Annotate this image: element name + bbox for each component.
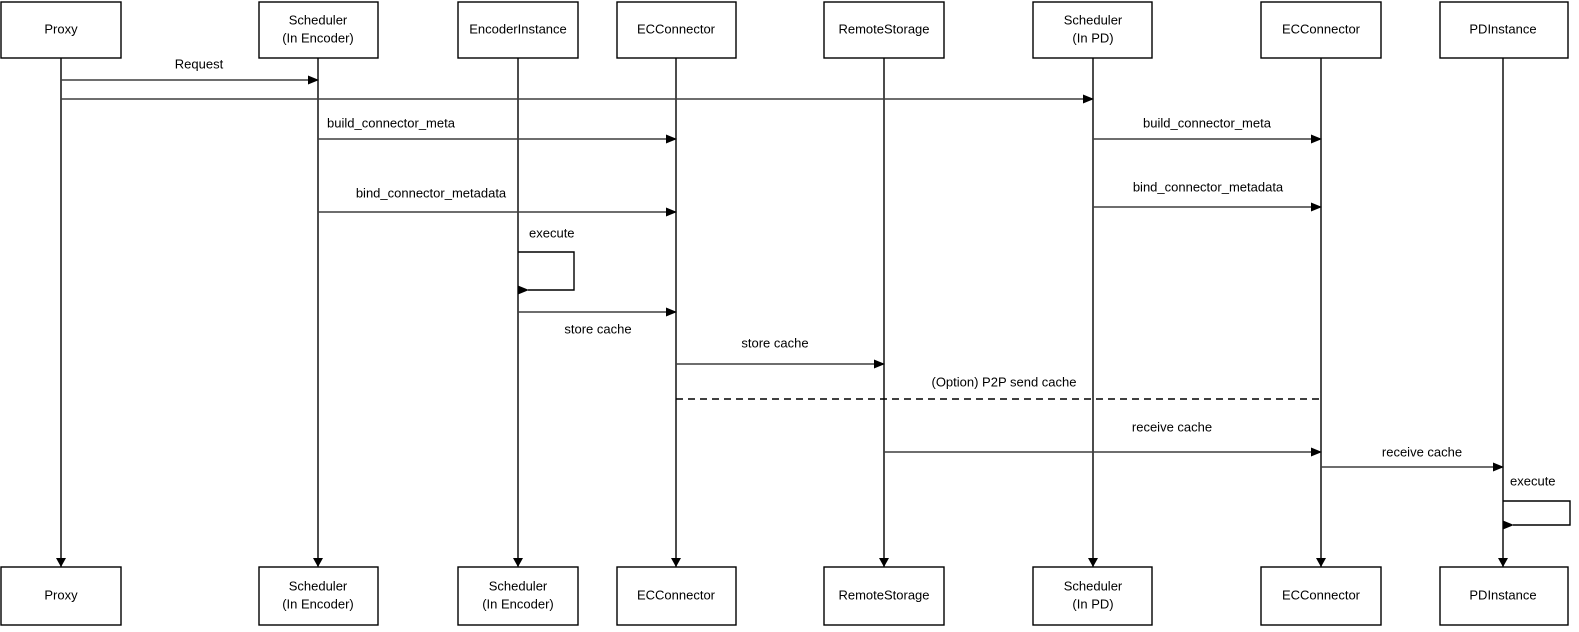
message-label-m7: store cache (564, 321, 631, 336)
participant-label-remotestorage: RemoteStorage (838, 21, 929, 36)
participant-box-remotestorage[interactable] (823, 1, 945, 59)
participant-footer-box-ecconnector_1_f[interactable] (616, 566, 737, 626)
participant-box-ecconnector_2[interactable] (1260, 1, 1382, 59)
lifeline-end-arrow-ecconnector_1 (671, 558, 681, 567)
participant-footer-label-scheduler_pd_f: Scheduler (1064, 578, 1123, 593)
participant-label-proxy: Proxy (44, 21, 78, 36)
participant-footer-sublabel-scheduler_enc_f: (In Encoder) (282, 596, 354, 611)
participant-footer-label-proxy_f: Proxy (44, 587, 78, 602)
footer-participants-group: Proxy Scheduler (In Encoder) Scheduler (In E… (0, 566, 1569, 626)
lifelines-group (56, 58, 1508, 567)
message-label-m8: store cache (741, 335, 808, 350)
lifeline-end-arrow-proxy (56, 558, 66, 567)
message-label-m5: bind_connector_metadata (356, 185, 507, 200)
participant-label-scheduler_pd: Scheduler (1064, 12, 1123, 27)
message-label-m9: (Option) P2P send cache (931, 374, 1076, 389)
lifeline-end-arrow-ecconnector_2 (1316, 558, 1326, 567)
messages-group: Request build_connector_meta build_connect… (61, 56, 1504, 472)
participant-box-pdinstance[interactable] (1439, 1, 1569, 59)
participant-sublabel-scheduler_enc: (In Encoder) (282, 30, 354, 45)
participant-footer-label-pdinstance_f: PDInstance (1469, 587, 1536, 602)
participant-footer-box-encoder_inst_f[interactable] (457, 566, 579, 626)
participant-box-scheduler_enc[interactable] (258, 1, 379, 59)
self-message-label-s1: execute (529, 225, 575, 240)
participant-footer-sublabel-scheduler_pd_f: (In PD) (1072, 596, 1113, 611)
self-messages-group: execute execute (518, 225, 1571, 530)
participant-footer-sublabel-encoder_inst_f: (In Encoder) (482, 596, 554, 611)
participant-footer-box-ecconnector_2_f[interactable] (1260, 566, 1382, 626)
self-message-s2[interactable] (1503, 500, 1571, 530)
lifeline-end-arrow-scheduler_pd (1088, 558, 1098, 567)
lifeline-end-arrow-encoder_inst (513, 558, 523, 567)
participant-sublabel-scheduler_pd: (In PD) (1072, 30, 1113, 45)
message-label-m4: build_connector_meta (1143, 115, 1272, 130)
participant-footer-label-ecconnector_2_f: ECConnector (1282, 587, 1361, 602)
participant-box-proxy[interactable] (0, 1, 122, 59)
lifeline-end-arrow-remotestorage (879, 558, 889, 567)
message-label-m6: bind_connector_metadata (1133, 179, 1284, 194)
participant-box-scheduler_pd[interactable] (1032, 1, 1153, 59)
participant-label-pdinstance: PDInstance (1469, 21, 1536, 36)
participant-footer-box-scheduler_enc_f[interactable] (258, 566, 379, 626)
self-message-s1[interactable] (518, 251, 575, 295)
participant-box-ecconnector_1[interactable] (616, 1, 737, 59)
participant-label-encoder_inst: EncoderInstance (469, 21, 567, 36)
message-label-m3: build_connector_meta (327, 115, 456, 130)
lifeline-end-arrow-scheduler_enc (313, 558, 323, 567)
participant-footer-box-pdinstance_f[interactable] (1439, 566, 1569, 626)
participant-footer-label-encoder_inst_f: Scheduler (489, 578, 548, 593)
header-participants-group: Proxy Scheduler (In Encoder) EncoderInstanc… (0, 1, 1569, 59)
message-label-m11: receive cache (1382, 444, 1462, 459)
participant-footer-box-scheduler_pd_f[interactable] (1032, 566, 1153, 626)
self-message-label-s2: execute (1510, 473, 1556, 488)
participant-footer-box-proxy_f[interactable] (0, 566, 122, 626)
participant-footer-label-scheduler_enc_f: Scheduler (289, 578, 348, 593)
participant-box-encoder_inst[interactable] (457, 1, 579, 59)
participant-label-scheduler_enc: Scheduler (289, 12, 348, 27)
participant-footer-label-ecconnector_1_f: ECConnector (637, 587, 716, 602)
participant-footer-label-remotestorage_f: RemoteStorage (838, 587, 929, 602)
lifeline-end-arrow-pdinstance (1498, 558, 1508, 567)
participant-label-ecconnector_1: ECConnector (637, 21, 716, 36)
participant-footer-box-remotestorage_f[interactable] (823, 566, 945, 626)
message-label-m1: Request (175, 56, 224, 71)
message-label-m10: receive cache (1132, 419, 1212, 434)
participant-label-ecconnector_2: ECConnector (1282, 21, 1361, 36)
